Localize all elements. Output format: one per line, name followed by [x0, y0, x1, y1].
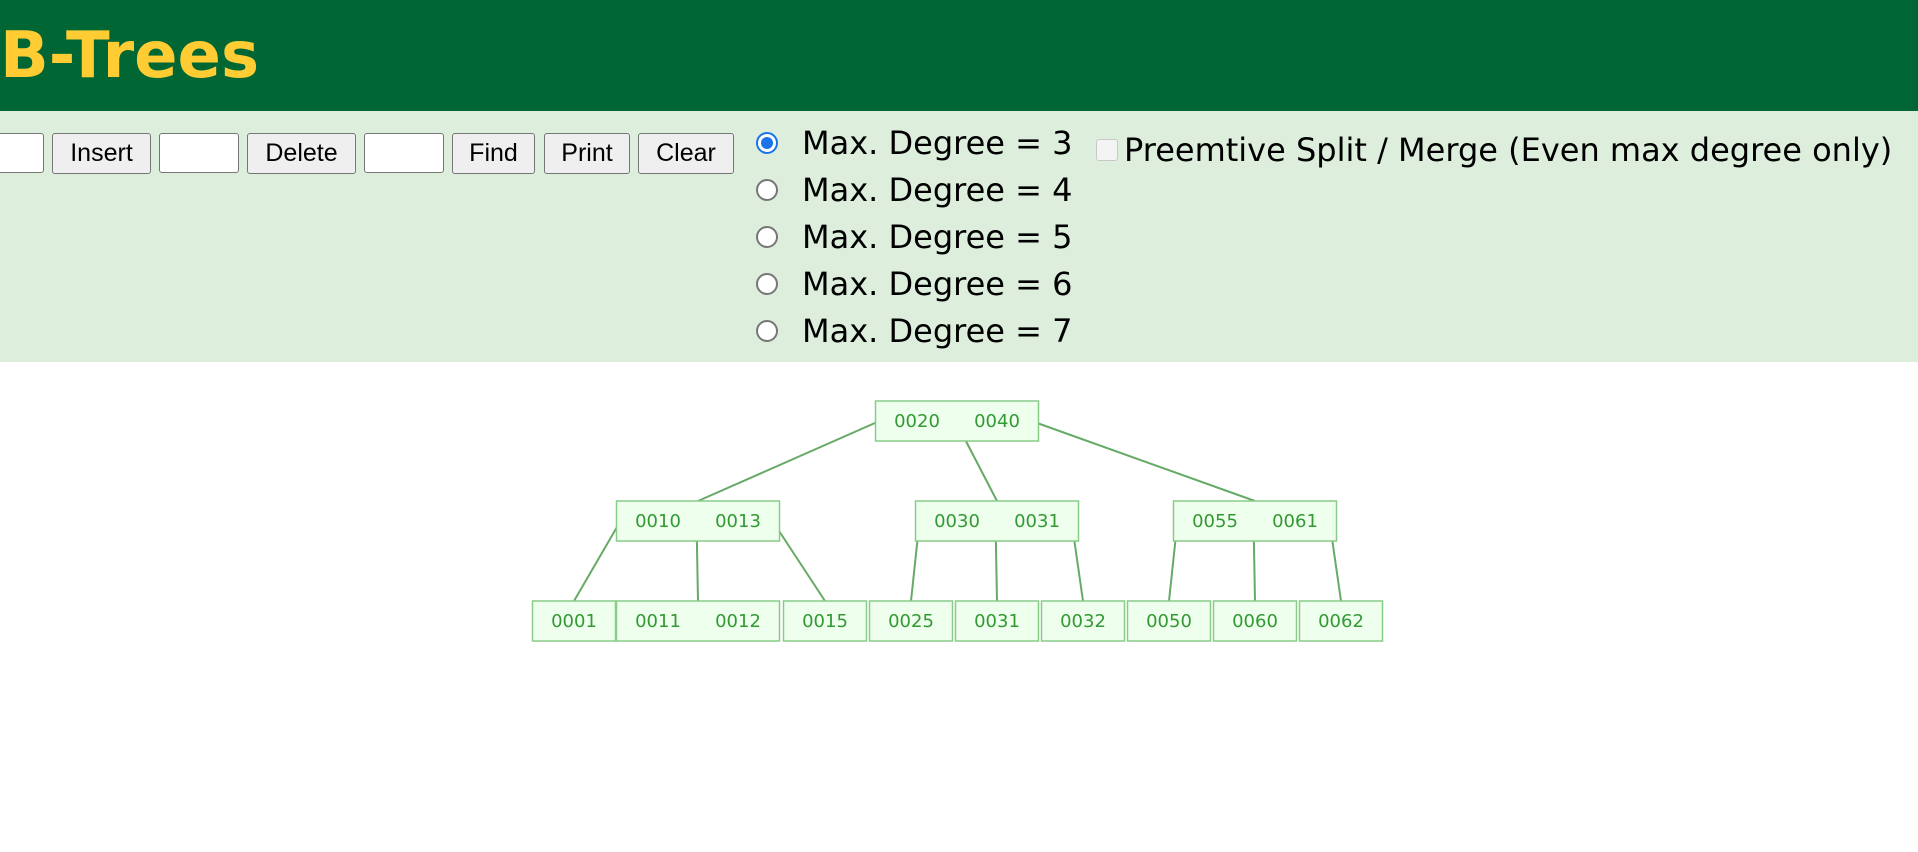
- degree-option-7[interactable]: Max. Degree = 7: [756, 309, 1072, 353]
- degree-option-6[interactable]: Max. Degree = 6: [756, 262, 1072, 306]
- tree-edge: [1031, 420, 1256, 502]
- tree-edge: [697, 420, 880, 502]
- tree-key: 0060: [1232, 611, 1278, 632]
- tree-key: 0012: [715, 611, 761, 632]
- tree-node-root: 0020 0040: [874, 400, 1040, 442]
- tree-key: 0032: [1060, 611, 1106, 632]
- degree-radio-5[interactable]: [756, 226, 778, 248]
- degree-radio-7[interactable]: [756, 320, 778, 342]
- degree-option-4[interactable]: Max. Degree = 4: [756, 168, 1072, 212]
- tree-node-internal: 0010 0013: [615, 500, 781, 542]
- degree-label-5: Max. Degree = 5: [802, 218, 1073, 256]
- header-bar: B-Trees: [0, 0, 1918, 111]
- tree-key: 0055: [1192, 511, 1238, 532]
- delete-input[interactable]: [159, 133, 239, 173]
- delete-button[interactable]: Delete: [247, 133, 356, 174]
- btree-canvas: 0020 0040 0010 0013 0030 0031 0055 0061 0001 0011…: [531, 400, 1384, 642]
- tree-node-leaf: 0032: [1040, 600, 1126, 642]
- tree-node-leaf-box: [954, 600, 1040, 642]
- tree-key: 0040: [974, 411, 1020, 432]
- degree-label-6: Max. Degree = 6: [802, 265, 1073, 303]
- degree-radio-6[interactable]: [756, 273, 778, 295]
- tree-key: 0061: [1272, 511, 1318, 532]
- tree-node-leaf-box: [1040, 600, 1126, 642]
- tree-node-leaf: 0031: [954, 600, 1040, 642]
- tree-node-leaf: 0025: [868, 600, 954, 642]
- tree-key: 0030: [934, 511, 980, 532]
- insert-input[interactable]: [0, 133, 44, 173]
- tree-key: 0010: [635, 511, 681, 532]
- tree-node-leaf: 0050: [1126, 600, 1212, 642]
- tree-node-leaf-box: [1126, 600, 1212, 642]
- find-input[interactable]: [364, 133, 444, 173]
- tree-node-leaf: 0011 0012: [615, 600, 781, 642]
- tree-node-leaf: 0060: [1212, 600, 1298, 642]
- tree-node-leaf-box: [1298, 600, 1384, 642]
- tree-edge: [573, 520, 622, 602]
- tree-node-internal: 0055 0061: [1172, 500, 1338, 542]
- tree-node-root-box: [874, 400, 1040, 442]
- tree-node-leaf: 0015: [782, 600, 868, 642]
- degree-label-7: Max. Degree = 7: [802, 312, 1073, 350]
- tree-key: 0025: [888, 611, 934, 632]
- tree-key: 0011: [635, 611, 681, 632]
- tree-node-internal-box: [914, 500, 1080, 542]
- tree-node-leaf: 0062: [1298, 600, 1384, 642]
- tree-key: 0015: [802, 611, 848, 632]
- tree-node-leaf-box: [1212, 600, 1298, 642]
- degree-option-5[interactable]: Max. Degree = 5: [756, 215, 1072, 259]
- preemptive-split-label: Preemtive Split / Merge (Even max degree…: [1124, 131, 1893, 169]
- preemptive-split-option[interactable]: Preemtive Split / Merge (Even max degree…: [1096, 128, 1892, 172]
- tree-node-internal-box: [1172, 500, 1338, 542]
- tree-key: 0031: [1014, 511, 1060, 532]
- tree-nodes: 0020 0040 0010 0013 0030 0031 0055 0061 0001 0011…: [531, 400, 1384, 642]
- degree-radio-4[interactable]: [756, 179, 778, 201]
- clear-button[interactable]: Clear: [638, 133, 734, 174]
- tree-node-leaf-box: [782, 600, 868, 642]
- tree-key: 0062: [1318, 611, 1364, 632]
- tree-node-internal-box: [615, 500, 781, 542]
- tree-node-leaf-box: [615, 600, 781, 642]
- preemptive-split-checkbox[interactable]: [1096, 139, 1118, 161]
- page-title: B-Trees: [0, 19, 260, 93]
- tree-node-leaf-box: [531, 600, 617, 642]
- tree-key: 0001: [551, 611, 597, 632]
- degree-label-4: Max. Degree = 4: [802, 171, 1073, 209]
- tree-node-leaf-box: [868, 600, 954, 642]
- tree-edge: [771, 520, 826, 602]
- tree-key: 0050: [1146, 611, 1192, 632]
- tree-node-internal: 0030 0031: [914, 500, 1080, 542]
- degree-radio-3[interactable]: [756, 132, 778, 154]
- tree-key: 0013: [715, 511, 761, 532]
- print-button[interactable]: Print: [544, 133, 630, 174]
- degree-option-3[interactable]: Max. Degree = 3: [756, 121, 1072, 165]
- insert-button[interactable]: Insert: [52, 133, 151, 174]
- find-button[interactable]: Find: [452, 133, 535, 174]
- degree-label-3: Max. Degree = 3: [802, 124, 1073, 162]
- tree-node-leaf: 0001: [531, 600, 617, 642]
- tree-key: 0031: [974, 611, 1020, 632]
- tree-key: 0020: [894, 411, 940, 432]
